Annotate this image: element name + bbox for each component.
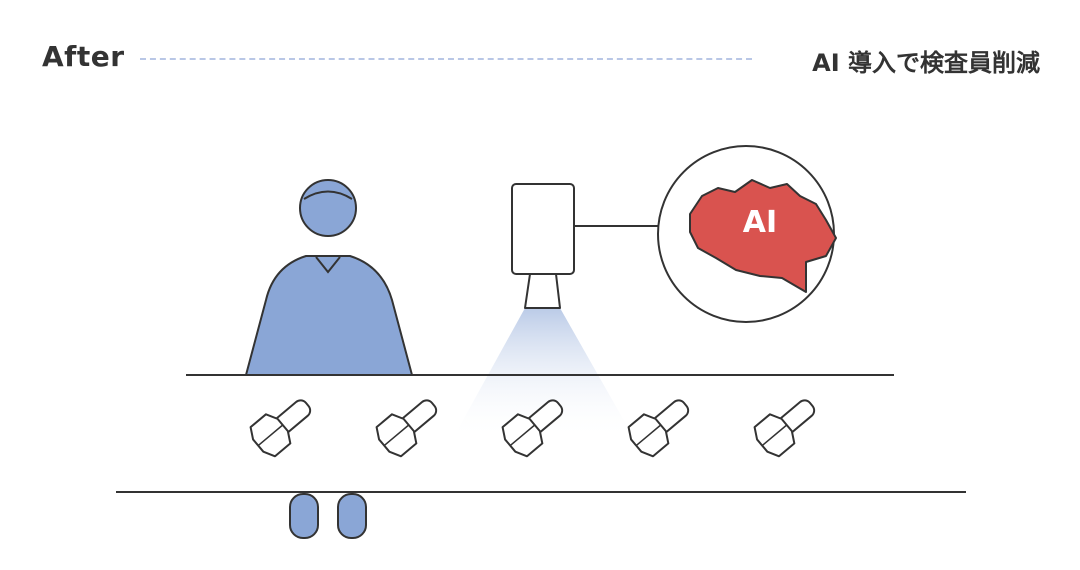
brain-label: AI xyxy=(743,205,777,240)
bolt-icon xyxy=(249,399,312,458)
worker-legs xyxy=(289,493,367,539)
worker-head xyxy=(299,179,357,237)
bolt-icon xyxy=(501,399,564,458)
camera-icon xyxy=(511,183,575,309)
header-divider xyxy=(140,58,752,60)
bolt-icon xyxy=(753,399,816,458)
brain-icon xyxy=(689,179,837,293)
bolt-icon xyxy=(627,399,690,458)
header-note: AI 導入で検査員削減 xyxy=(812,49,1040,77)
ai-bubble: AI xyxy=(657,145,837,323)
worker-icon xyxy=(245,179,413,376)
bolts xyxy=(249,399,816,458)
bolt-icon xyxy=(375,399,438,458)
header-title: After xyxy=(42,40,125,73)
